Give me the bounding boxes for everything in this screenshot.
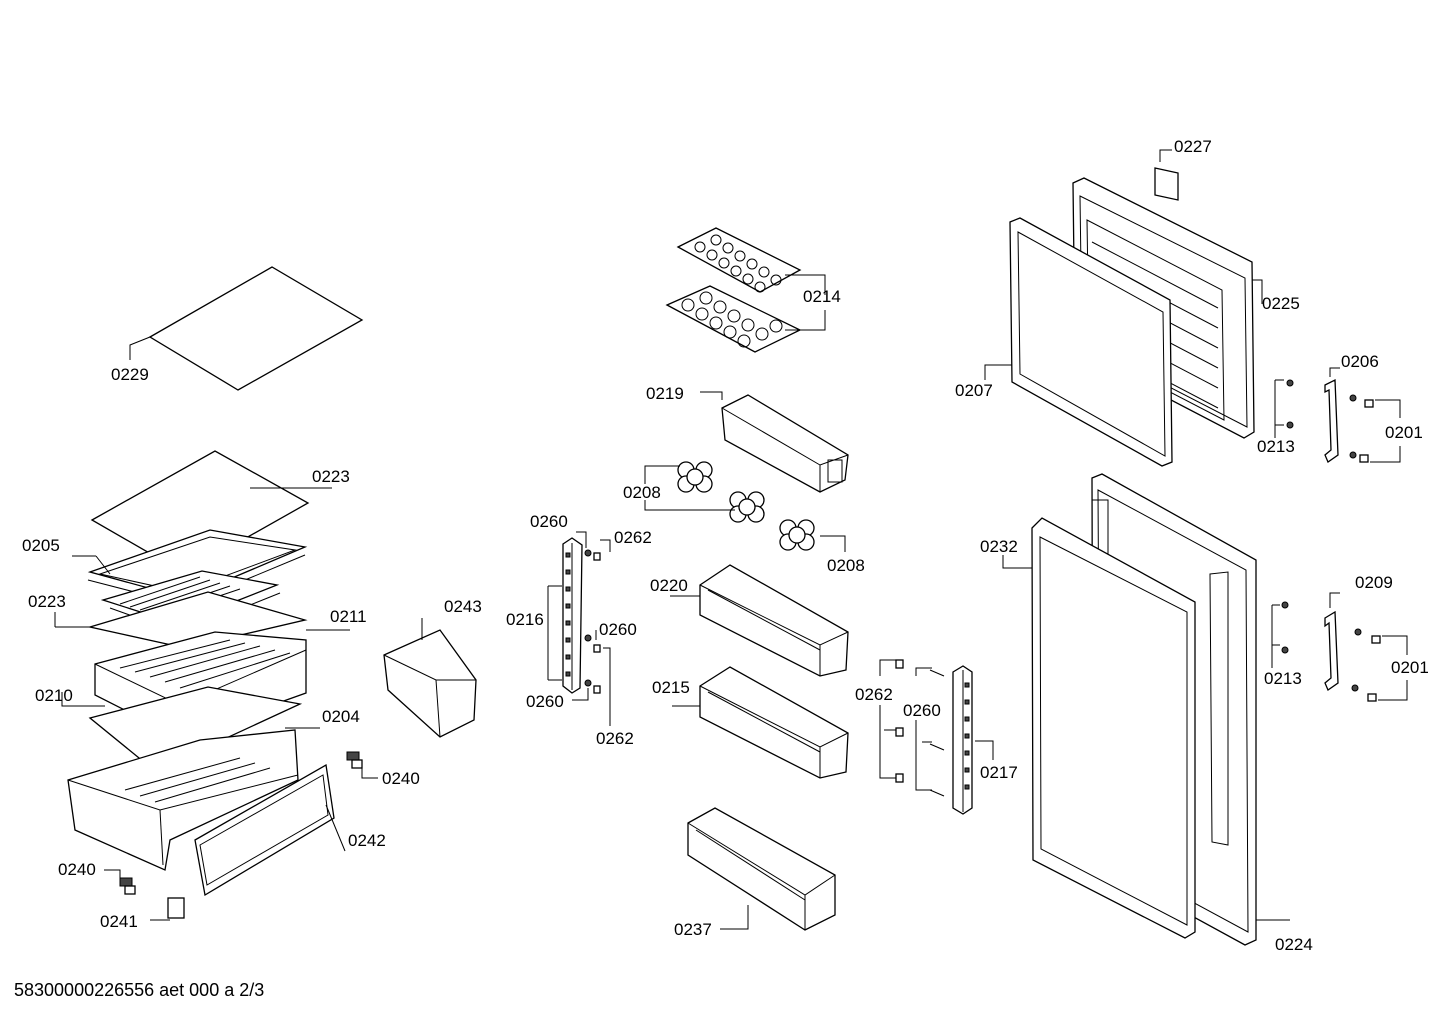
part-0207-door-gasket-upper (984, 217, 1173, 467)
label-0210: 0210 (35, 686, 73, 705)
part-0241-clip (150, 897, 185, 921)
label-0240-upper: 0240 (382, 769, 420, 788)
label-0205: 0205 (22, 536, 60, 555)
part-0208-egg-holder-c (779, 519, 846, 552)
label-0243: 0243 (444, 597, 482, 616)
label-0206: 0206 (1341, 352, 1379, 371)
part-0237-bottle-balcony (687, 807, 836, 931)
label-0262-c: 0262 (596, 729, 634, 748)
label-0208-a: 0208 (623, 483, 661, 502)
part-0216-door-rail (547, 537, 583, 694)
part-0232-door-gasket-lower (1002, 517, 1196, 939)
label-0224: 0224 (1275, 935, 1313, 954)
label-0237: 0237 (674, 920, 712, 939)
part-0206-door-handle (1324, 367, 1340, 463)
label-0201-lower: 0201 (1391, 658, 1429, 677)
part-0229-glass-plate (129, 266, 364, 391)
label-0220: 0220 (650, 576, 688, 595)
label-0215: 0215 (652, 678, 690, 697)
part-0223-cover-plate-middle (54, 591, 308, 649)
label-0223-upper: 0223 (312, 467, 350, 486)
label-0213-lower: 0213 (1264, 669, 1302, 688)
label-0232: 0232 (980, 537, 1018, 556)
part-0204-freezer-drawer (67, 727, 320, 871)
label-0223-middle: 0223 (28, 592, 66, 611)
label-0262-b: 0262 (855, 685, 893, 704)
label-0208-b: 0208 (827, 556, 865, 575)
label-0240-lower: 0240 (58, 860, 96, 879)
label-0225: 0225 (1262, 294, 1300, 313)
label-0262-a: 0262 (614, 528, 652, 547)
part-0243-storage-bin (383, 618, 477, 738)
part-0208-egg-holder-a (677, 461, 713, 493)
part-0210-cover-plate-lower (61, 686, 303, 772)
part-0217-door-rail (952, 665, 994, 815)
label-0217: 0217 (980, 763, 1018, 782)
document-id: 58300000226556 aet 000 a 2/3 (14, 980, 265, 1000)
callout-0208-a (644, 465, 680, 484)
part-0227-label (1154, 149, 1179, 201)
label-0211: 0211 (330, 607, 367, 626)
label-0213-upper: 0213 (1257, 437, 1295, 456)
label-0260-b: 0260 (599, 620, 637, 639)
part-0242-drawer-front-panel (194, 763, 346, 897)
part-0214-egg-tray-lower (665, 285, 826, 353)
callout-0208-a2 (644, 500, 735, 511)
label-0260-c: 0260 (526, 692, 564, 711)
label-0241: 0241 (100, 912, 138, 931)
part-0209-door-handle (1324, 592, 1340, 691)
label-0229: 0229 (111, 365, 149, 384)
label-0216: 0216 (506, 610, 544, 629)
part-0260-0262-screws-left (572, 531, 611, 726)
label-0242: 0242 (348, 831, 386, 850)
part-0213-0201-fixings-upper (1274, 379, 1401, 463)
label-0207: 0207 (955, 381, 993, 400)
label-0201-upper: 0201 (1385, 423, 1423, 442)
label-0219: 0219 (646, 384, 684, 403)
part-0214-egg-tray-upper (676, 227, 826, 295)
part-0215-door-balcony (672, 666, 849, 779)
label-0260-a: 0260 (530, 512, 568, 531)
part-0240-clip-upper (346, 751, 378, 779)
part-0240-clip-lower (104, 869, 136, 895)
label-0260-d: 0260 (903, 701, 941, 720)
label-0227: 0227 (1174, 137, 1212, 156)
label-0204: 0204 (322, 707, 360, 726)
part-0260-0262-screws-right (879, 659, 945, 797)
label-0209: 0209 (1355, 573, 1393, 592)
part-0220-door-balcony (670, 564, 849, 677)
part-0208-egg-holder-b (729, 491, 765, 523)
part-0219-dairy-compartment (700, 391, 849, 493)
part-0213-0201-fixings-lower (1271, 601, 1408, 702)
label-0214: 0214 (803, 287, 841, 306)
